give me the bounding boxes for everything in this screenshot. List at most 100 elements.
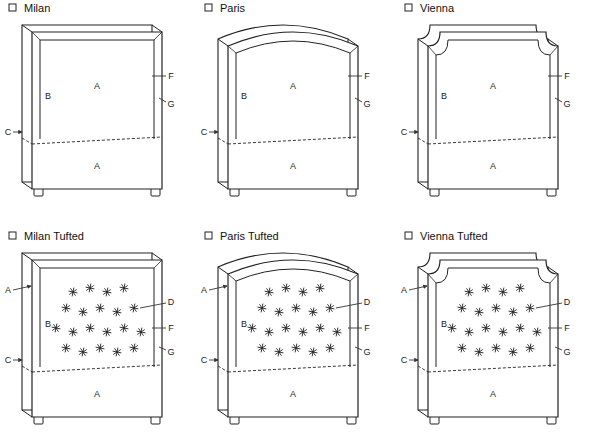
headboard-front <box>228 32 358 189</box>
depth-edge <box>218 39 228 46</box>
tuft-button <box>96 346 104 351</box>
leader-line <box>152 328 166 329</box>
depth-edge <box>218 182 228 189</box>
leader-line <box>536 303 562 308</box>
part-letter: G <box>167 100 174 109</box>
leader-line <box>140 303 166 308</box>
cut-line <box>228 365 358 372</box>
leader-line <box>348 76 362 77</box>
cut-line <box>418 138 428 144</box>
tuft-button <box>509 310 517 315</box>
part-letter: G <box>363 348 370 357</box>
headboard-front <box>32 32 162 189</box>
headboard-front <box>428 260 558 417</box>
inner-panel <box>436 268 550 367</box>
model-title: Paris <box>220 3 245 14</box>
part-letter: D <box>168 298 175 307</box>
inner-panel <box>236 41 350 139</box>
part-letter: A <box>290 82 296 91</box>
tuft-button <box>265 290 273 295</box>
mitre-line <box>228 46 236 53</box>
cut-line <box>418 366 428 372</box>
tuft-button <box>309 310 317 315</box>
leader-line <box>409 286 427 290</box>
part-letter: B <box>45 92 51 101</box>
part-letter: D <box>564 298 571 307</box>
part-letter: A <box>490 390 496 399</box>
leader-line <box>13 360 22 361</box>
tuft-button <box>516 326 524 331</box>
mitre-line <box>32 32 40 40</box>
tuft-button <box>526 346 534 351</box>
tuft-button <box>130 306 138 311</box>
mitre-line <box>428 46 436 55</box>
tuft-button <box>69 290 77 295</box>
tuft-button <box>326 306 334 311</box>
model-title: Milan <box>24 3 50 14</box>
tuft-button <box>130 346 138 351</box>
tuft-button <box>458 346 466 351</box>
part-letter: C <box>401 128 408 137</box>
tuft-button <box>299 330 307 335</box>
tuft-button <box>465 330 473 335</box>
mitre-line <box>228 274 236 281</box>
inner-panel <box>40 40 154 139</box>
tuft-button <box>265 330 273 335</box>
checkbox <box>205 232 212 239</box>
tuft-button <box>120 286 128 291</box>
part-letter: C <box>401 356 408 365</box>
depth-edge <box>418 410 428 417</box>
tuft-button <box>69 330 77 335</box>
mitre-line <box>350 46 358 53</box>
part-letter: B <box>441 320 447 329</box>
tuft-button <box>492 306 500 311</box>
inner-panel <box>236 269 350 367</box>
tuft-button <box>533 330 541 335</box>
mitre-line <box>550 274 558 283</box>
tuft-button <box>103 330 111 335</box>
tuft-button <box>62 306 70 311</box>
model-title: Vienna <box>420 3 454 14</box>
depth-edge <box>152 253 162 260</box>
leader-line <box>159 347 166 350</box>
leader-line <box>152 76 166 77</box>
part-letter: A <box>94 390 100 399</box>
cut-line <box>32 365 162 372</box>
headboard <box>205 232 362 424</box>
tuft-button <box>258 306 266 311</box>
tuft-button <box>499 290 507 295</box>
tuft-button <box>113 350 121 355</box>
model-title: Vienna Tufted <box>420 231 488 242</box>
headboard-front <box>32 260 162 417</box>
headboard-front <box>428 32 558 189</box>
model-title: Paris Tufted <box>220 231 279 242</box>
checkbox <box>405 232 412 239</box>
tuft-button <box>282 326 290 331</box>
tuft-button <box>52 326 60 331</box>
tuft-button <box>458 306 466 311</box>
part-letter: A <box>94 82 100 91</box>
cut-line <box>228 137 358 144</box>
part-letter: F <box>168 72 174 81</box>
leader-line <box>409 360 418 361</box>
cut-line <box>218 138 228 144</box>
leader-line <box>555 347 562 350</box>
part-letter: G <box>563 348 570 357</box>
part-letter: F <box>364 72 370 81</box>
tuft-button <box>86 326 94 331</box>
part-letter: G <box>563 100 570 109</box>
part-letter: B <box>441 92 447 101</box>
tuft-button <box>120 326 128 331</box>
tuft-button <box>62 346 70 351</box>
cut-line <box>22 138 32 144</box>
leader-line <box>336 303 362 308</box>
cut-line <box>32 137 162 144</box>
part-letter: A <box>401 286 407 295</box>
leader-line <box>13 132 22 133</box>
tuft-button <box>475 310 483 315</box>
part-letter: A <box>490 162 496 171</box>
tuft-button <box>103 290 111 295</box>
mitre-line <box>428 274 436 283</box>
part-letter: F <box>564 324 570 333</box>
part-letter: F <box>364 324 370 333</box>
